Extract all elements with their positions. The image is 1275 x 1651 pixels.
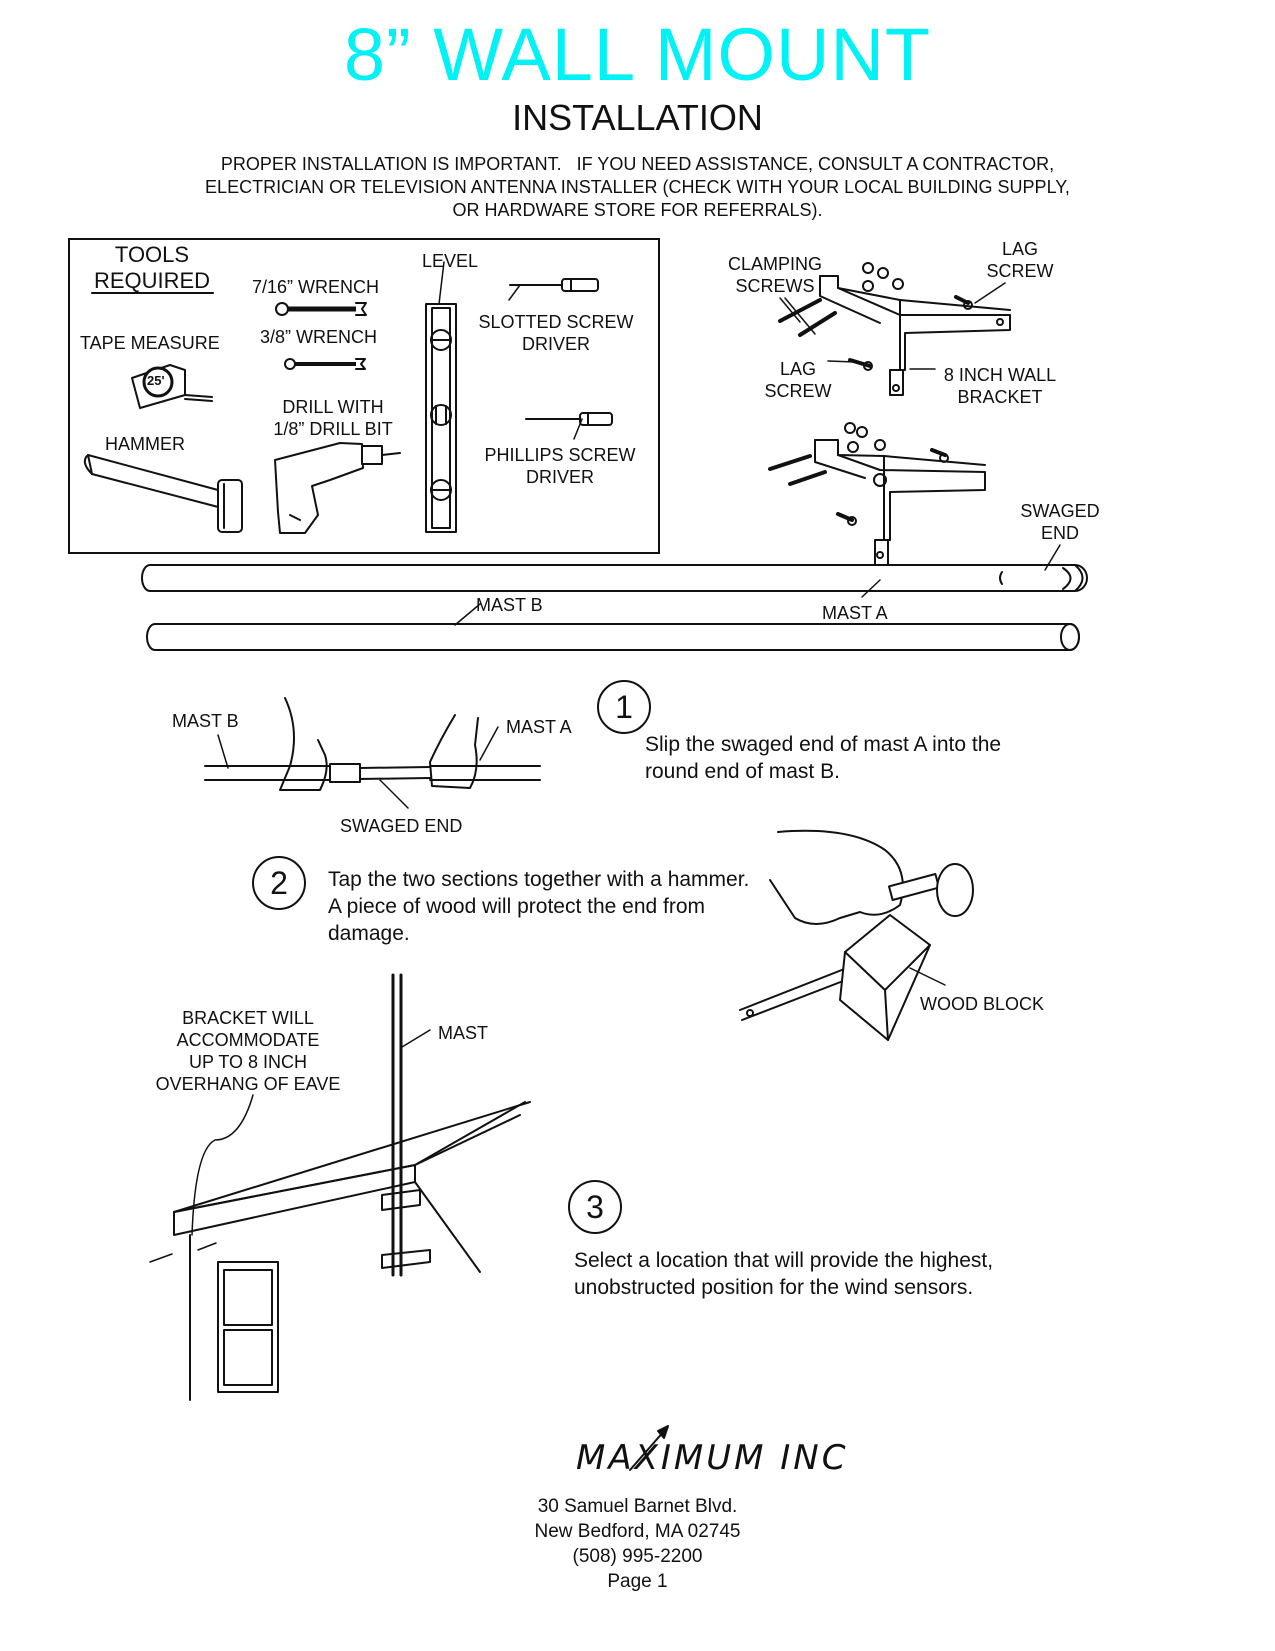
wrench-7-16-icon (275, 302, 367, 316)
mast-a-drawing (141, 564, 1088, 592)
step-1-mast-b-label: MAST B (172, 711, 239, 731)
step-2-line: Tap the two sections together with a ham… (328, 868, 750, 891)
maximum-logo: MAXIMUM INC (576, 1438, 849, 1478)
wrench-7-16-label: 7/16” WRENCH (252, 277, 380, 297)
level-label: LEVEL (422, 251, 479, 271)
step1-joining-drawing (204, 697, 541, 809)
step-2-number: 2 (252, 856, 306, 910)
wall-bracket-lower-icon (768, 422, 986, 566)
slotted-label-line: DRIVER (521, 334, 590, 354)
clamping-label-line: SCREWS (735, 276, 815, 296)
step-1-line: round end of mast B. (645, 760, 840, 783)
bracket-note-line: ACCOMMODATE (176, 1030, 320, 1050)
step-1-instruction: Slip the swaged end of mast A into the r… (645, 731, 1001, 785)
address-line: New Bedford, MA 02745 (534, 1521, 741, 1542)
company-address: 30 Samuel Barnet Blvd. New Bedford, MA 0… (0, 1494, 1275, 1594)
phillips-label-line: PHILLIPS SCREW (484, 445, 636, 465)
tools-heading: TOOLS REQUIRED (88, 242, 216, 294)
installation-notice: PROPER INSTALLATION IS IMPORTANT. IF YOU… (150, 153, 1125, 222)
address-line: 30 Samuel Barnet Blvd. (537, 1496, 738, 1517)
phone-number: (508) 995-2200 (572, 1546, 703, 1567)
clamping-label-line: CLAMPING (727, 254, 823, 274)
step-3-instruction: Select a location that will provide the … (574, 1247, 993, 1301)
step-3-line: unobstructed position for the wind senso… (574, 1276, 974, 1299)
wall-bracket-label: 8 INCH WALL BRACKET (935, 364, 1065, 408)
lag-mid-label-line: LAG (779, 359, 817, 379)
slotted-label-line: SLOTTED SCREW (478, 312, 634, 332)
tools-heading-line: REQUIRED (93, 268, 211, 293)
lag-top-label-line: SCREW (986, 261, 1054, 281)
mast-a-label: MAST A (822, 603, 888, 623)
bracket-note-line: OVERHANG OF EAVE (155, 1074, 341, 1094)
swaged-label-line: SWAGED (1020, 501, 1100, 521)
mast-b-label: MAST B (476, 595, 543, 615)
drill-label-line: 1/8” DRILL BIT (273, 419, 393, 439)
drill-label-line: DRILL WITH (282, 397, 384, 417)
step3-house-drawing (149, 973, 531, 1401)
tools-required-box (68, 238, 660, 554)
swaged-end-label: SWAGED END (1005, 500, 1115, 544)
page-title: 8” WALL MOUNT (343, 13, 932, 96)
page-number: Page 1 (607, 1571, 668, 1592)
bracket-note-line: BRACKET WILL (182, 1008, 314, 1028)
tape-measure-badge: 25' (147, 373, 165, 388)
step-2-line: A piece of wood will protect the end fro… (328, 895, 706, 918)
notice-line: OR HARDWARE STORE FOR REFERRALS). (452, 200, 823, 220)
bracket-label-line: BRACKET (957, 387, 1043, 407)
step-1-number: 1 (597, 680, 651, 734)
hammer-icon (83, 454, 243, 533)
lag-screw-mid-label: LAG SCREW (748, 358, 848, 402)
step-3-mast-label: MAST (438, 1023, 489, 1043)
wrench-3-8-icon (284, 358, 366, 370)
tape-measure-icon (131, 364, 213, 409)
lag-top-label-line: LAG (1001, 239, 1039, 259)
lag-screw-top-label: LAG SCREW (965, 238, 1075, 282)
slotted-screwdriver-icon (508, 278, 599, 301)
wood-block-label: WOOD BLOCK (920, 994, 1045, 1014)
bracket-overhang-note: BRACKET WILL ACCOMMODATE UP TO 8 INCH OV… (140, 1007, 356, 1095)
tape-measure-label: TAPE MEASURE (80, 333, 220, 353)
page-subtitle: INSTALLATION (512, 97, 763, 138)
notice-line: PROPER INSTALLATION IS IMPORTANT. IF YOU… (220, 154, 1055, 174)
hammer-label: HAMMER (105, 434, 185, 454)
step-1-mast-a-label: MAST A (506, 717, 572, 737)
phillips-screwdriver-icon (525, 412, 613, 440)
lag-mid-label-line: SCREW (764, 381, 832, 401)
drill-icon (274, 442, 401, 534)
wrench-3-8-label: 3/8” WRENCH (260, 327, 378, 347)
clamping-screws-label: CLAMPING SCREWS (700, 253, 850, 297)
wall-bracket-upper-icon (778, 262, 1011, 396)
step-2-instruction: Tap the two sections together with a ham… (328, 866, 749, 947)
step-3-number: 3 (568, 1180, 622, 1234)
drill-label: DRILL WITH 1/8” DRILL BIT (258, 396, 408, 440)
step-3-line: Select a location that will provide the … (574, 1249, 994, 1272)
slotted-screwdriver-label: SLOTTED SCREW DRIVER (466, 311, 646, 355)
step-2-line: damage. (328, 922, 410, 945)
level-icon (425, 261, 457, 533)
bracket-label-line: 8 INCH WALL (943, 365, 1057, 385)
step2-hammer-block-drawing (739, 829, 974, 1041)
swaged-label-line: END (1040, 523, 1079, 543)
bracket-note-line: UP TO 8 INCH (188, 1052, 308, 1072)
tools-heading-line: TOOLS (114, 242, 190, 267)
step-1-swaged-end-label: SWAGED END (340, 816, 463, 836)
mast-b-drawing (146, 623, 1080, 651)
phillips-screwdriver-label: PHILLIPS SCREW DRIVER (470, 444, 650, 488)
phillips-label-line: DRIVER (525, 467, 594, 487)
logo-arrow-icon (629, 1425, 669, 1471)
step-1-line: Slip the swaged end of mast A into the (645, 733, 1002, 756)
notice-line: ELECTRICIAN OR TELEVISION ANTENNA INSTAL… (205, 177, 1070, 197)
